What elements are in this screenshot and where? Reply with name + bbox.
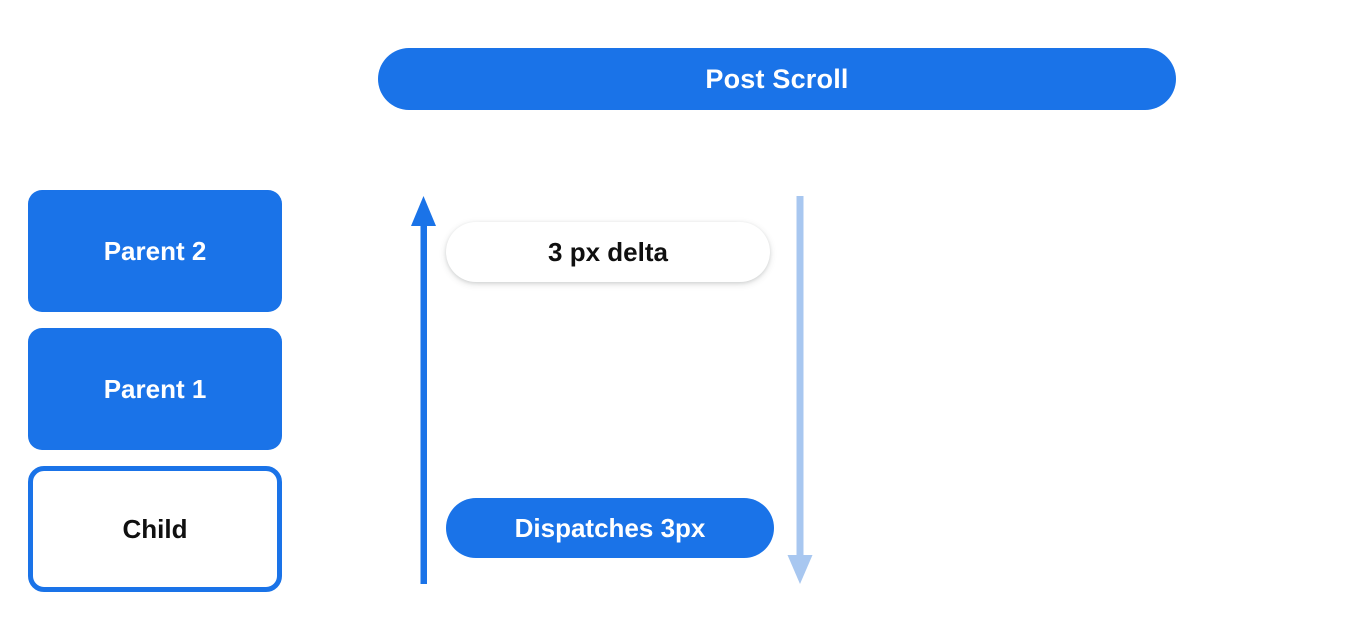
callout-dispatch: Dispatches 3px bbox=[446, 498, 774, 558]
callout-delta: 3 px delta bbox=[446, 222, 770, 282]
page-title: Post Scroll bbox=[705, 63, 849, 94]
hierarchy-box-label: Parent 1 bbox=[103, 374, 207, 404]
hierarchy-box-label: Child bbox=[122, 514, 188, 544]
hierarchy-box-label: Parent 2 bbox=[103, 236, 207, 266]
arrow-down-icon bbox=[787, 196, 813, 584]
post-scroll-header: Post Scroll bbox=[378, 48, 1176, 110]
hierarchy-box-parent-1: Parent 1 bbox=[28, 328, 282, 450]
callout-label: Dispatches 3px bbox=[514, 513, 706, 543]
callout-label: 3 px delta bbox=[548, 237, 668, 267]
arrow-up-icon bbox=[411, 196, 436, 584]
hierarchy-box-parent-2: Parent 2 bbox=[28, 190, 282, 312]
hierarchy-box-child: Child bbox=[28, 466, 282, 592]
